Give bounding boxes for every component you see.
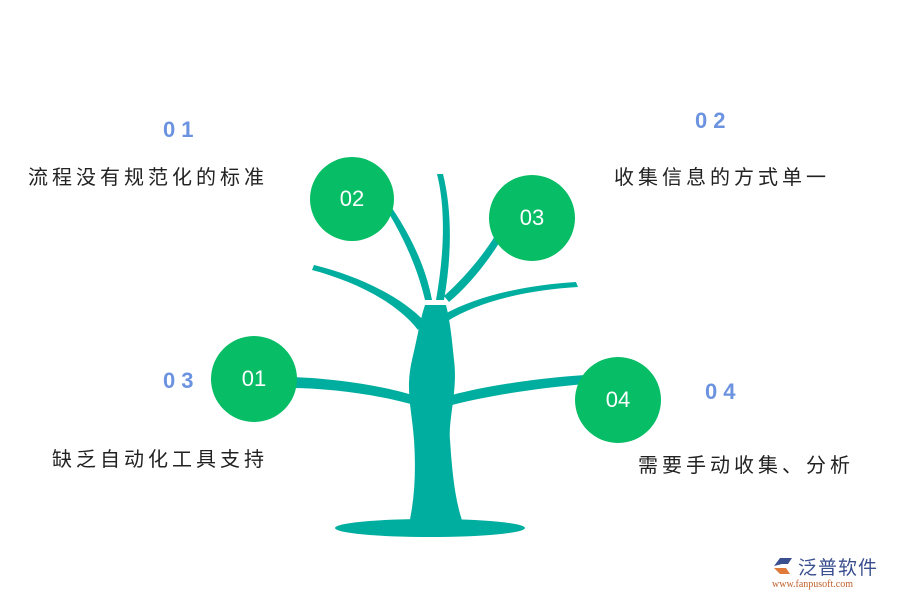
item-label-02: 收集信息的方式单一 <box>614 165 830 189</box>
circle-node-04: 04 <box>575 357 661 443</box>
circle-node-03: 03 <box>489 175 575 261</box>
item-number-01: 01 <box>163 117 200 142</box>
logo-url: www.fanpusoft.com <box>772 579 854 590</box>
circle-node-01: 01 <box>211 336 297 422</box>
item-number-03: 03 <box>163 368 200 393</box>
item-number-04: 04 <box>705 379 742 404</box>
item-label-03: 缺乏自动化工具支持 <box>52 447 268 471</box>
item-label-04: 需要手动收集、分析 <box>638 453 854 477</box>
circle-node-02: 02 <box>310 157 394 241</box>
item-number-02: 02 <box>695 108 732 133</box>
logo-name: 泛普软件 <box>798 557 879 579</box>
item-label-01: 流程没有规范化的标准 <box>28 165 268 189</box>
brand-logo: 泛普软件 www.fanpusoft.com <box>770 553 895 595</box>
logo-icon <box>774 558 792 574</box>
